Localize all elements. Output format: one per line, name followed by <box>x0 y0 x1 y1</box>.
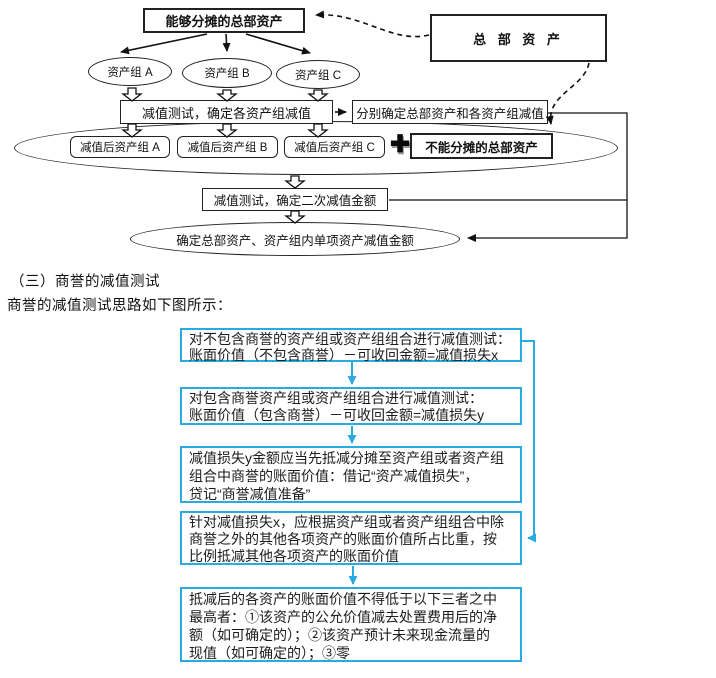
final-determination-ellipse: 确定总部资产、资产组内单项资产减值金额 <box>130 222 460 256</box>
post-impairment-group-a-box: 减值后资产组 A <box>70 136 170 158</box>
post-impairment-group-c-box: 减值后资产组 C <box>284 136 385 158</box>
step-2-line: 对包含商誉资产组或资产组组合进行减值测试： <box>189 390 483 406</box>
step-4-line: 针对减值损失x，应根据资产组或者资产组组合中除 <box>189 514 504 530</box>
dashed-arrow-to-unallocatable <box>545 62 590 125</box>
asset-group-a-ellipse: 资产组 A <box>88 57 172 86</box>
step-4-line: 商誉之外的其他各项资产的账面价值所占比重，按 <box>189 531 497 547</box>
step-1-line: 对不包含商誉的资产组或资产组组合进行减值测试： <box>189 331 511 347</box>
asset-group-c-ellipse: 资产组 C <box>276 60 360 89</box>
allocatable-corporate-assets-box: 能够分摊的总部资产 <box>143 8 305 33</box>
dashed-arrow-to-allocatable <box>315 10 430 38</box>
goodwill-step-5-box: 抵减后的各资产的账面价值不得低于以下三者之中 最高者：①该资产的公允价值减去处置… <box>180 587 522 662</box>
goodwill-step-2-box: 对包含商誉资产组或资产组组合进行减值测试： 账面价值（包含商誉）－可收回金额=减… <box>180 387 522 425</box>
step-1-line: 账面价值（不包含商誉）－可收回金额=减值损失x <box>189 347 499 363</box>
step-3-line: 减值损失y金额应当先抵减分摊至资产组或者资产组 <box>189 450 504 466</box>
step-2-line: 账面价值（包含商誉）－可收回金额=减值损失y <box>189 407 485 423</box>
step-5-line: 抵减后的各资产的账面价值不得低于以下三者之中 <box>189 591 497 607</box>
second-impairment-test-box: 减值测试，确定二次减值金额 <box>202 188 388 211</box>
plus-icon: ✚ <box>390 131 411 158</box>
step-5-line: 现值（如可确定的）；③零 <box>189 645 350 661</box>
step-3-line: 组合中商誉的账面价值：借记“资产减值损失”， <box>189 468 479 484</box>
determine-impairments-box: 分别确定总部资产和各资产组减值 <box>352 100 548 124</box>
asset-group-b-ellipse: 资产组 B <box>182 58 272 88</box>
goodwill-step-4-box: 针对减值损失x，应根据资产组或者资产组组合中除 商誉之外的其他各项资产的账面价值… <box>180 511 522 565</box>
unallocatable-corporate-assets-box: 不能分摊的总部资产 <box>410 133 553 159</box>
section-intro: 商誉的减值测试思路如下图所示： <box>7 298 232 314</box>
post-impairment-group-b-box: 减值后资产组 B <box>177 136 278 158</box>
step-4-line: 比例抵减其他各项资产的账面价值 <box>189 548 399 564</box>
step-5-line: 额（如可确定的）；②该资产预计未来现金流量的 <box>189 627 490 643</box>
section-heading: （三）商誉的减值测试 <box>10 274 160 290</box>
goodwill-step-1-box: 对不包含商誉的资产组或资产组组合进行减值测试： 账面价值（不包含商誉）－可收回金… <box>180 328 522 363</box>
step-3-line: 贷记“商誉减值准备” <box>189 486 311 502</box>
impairment-test-groups-box: 减值测试，确定各资产组减值 <box>120 100 333 124</box>
corporate-assets-box: 总 部 资 产 <box>430 14 607 62</box>
step-5-line: 最高者：①该资产的公允价值减去处置费用后的净 <box>189 609 497 625</box>
goodwill-step-3-box: 减值损失y金额应当先抵减分摊至资产组或者资产组 组合中商誉的账面价值：借记“资产… <box>180 446 522 503</box>
